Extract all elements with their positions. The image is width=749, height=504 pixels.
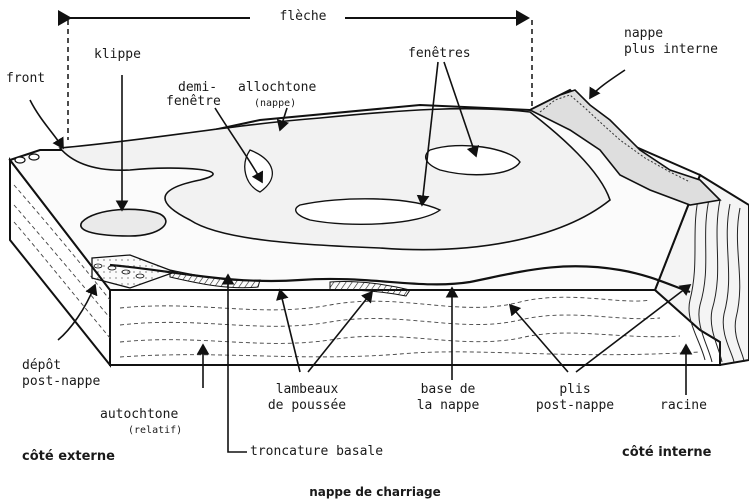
label-autochtone-sub: (relatif)	[128, 423, 182, 438]
label-base-2: la nappe	[408, 398, 488, 413]
label-nappe-interne-1: nappe	[624, 26, 663, 41]
label-fenetres: fenêtres	[408, 46, 471, 61]
label-plis-1: plis	[520, 382, 630, 397]
label-racine: racine	[660, 398, 707, 413]
label-fleche: flèche	[268, 9, 338, 24]
label-troncature: troncature basale	[250, 444, 383, 459]
label-plis-2: post-nappe	[515, 398, 635, 413]
label-front: front	[6, 71, 45, 86]
label-autochtone: autochtone	[100, 407, 178, 422]
label-cote-interne: côté interne	[622, 445, 711, 460]
label-depot-2: post-nappe	[22, 374, 100, 389]
label-nappe-interne-2: plus interne	[624, 42, 718, 57]
label-lambeaux-2: de poussée	[252, 398, 362, 413]
label-depot-1: dépôt	[22, 358, 61, 373]
label-base-1: base de	[408, 382, 488, 397]
label-lambeaux-1: lambeaux	[262, 382, 352, 397]
label-allochtone: allochtone	[238, 80, 316, 95]
label-cote-externe: côté externe	[22, 449, 115, 464]
label-allochtone-sub: (nappe)	[254, 96, 296, 111]
label-demi-fenetre-2: fenêtre	[166, 94, 221, 109]
label-klippe: klippe	[94, 47, 141, 62]
diagram-caption: nappe de charriage	[290, 485, 460, 500]
label-demi-fenetre-1: demi-	[178, 80, 217, 95]
